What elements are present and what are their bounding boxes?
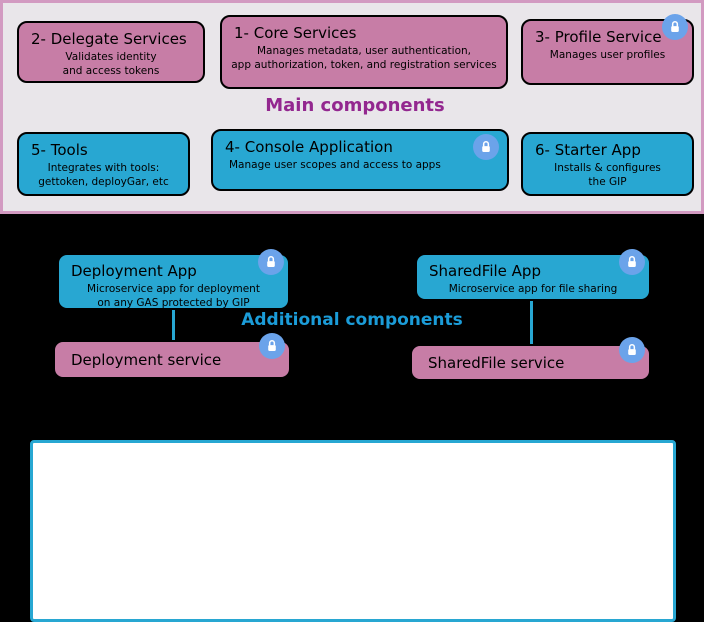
starter-app-title: 6- Starter App: [535, 141, 641, 159]
sharedfile-app-box: SharedFile App Microservice app for file…: [415, 249, 651, 301]
tools-description: Integrates with tools: gettoken, deployG…: [38, 162, 169, 188]
lock-icon: [259, 333, 285, 359]
starter-app-box: 6- Starter App Installs & configures the…: [521, 132, 694, 196]
console-application-description: Manage user scopes and access to apps: [229, 159, 441, 171]
console-application-box: 4- Console Application Manage user scope…: [211, 129, 509, 191]
core-services-description: Manages metadata, user authentication, a…: [231, 45, 497, 71]
deployment-app-title: Deployment App: [71, 262, 197, 280]
core-services-box: 1- Core Services Manages metadata, user …: [220, 15, 508, 89]
sharedfile-service-title: SharedFile service: [428, 353, 565, 372]
profile-service-title: 3- Profile Service: [535, 28, 662, 46]
profile-service-description: Manages user profiles: [549, 49, 666, 61]
lock-icon: [619, 249, 645, 275]
lock-icon: [473, 134, 499, 160]
main-components-panel: 2- Delegate Services Validates identity …: [0, 0, 704, 214]
lock-icon: [258, 249, 284, 275]
lock-icon: [662, 14, 688, 40]
profile-service-box: 3- Profile Service Manages user profiles: [521, 14, 694, 85]
delegate-services-description: Validates identity and access tokens: [62, 51, 160, 77]
starter-app-description: Installs & configures the GIP: [554, 162, 661, 188]
additional-components-panel: [30, 440, 676, 622]
lock-icon: [619, 337, 645, 363]
deployment-app-description: Microservice app for deployment on any G…: [87, 283, 260, 309]
sharedfile-connector-line: [530, 300, 533, 345]
sharedfile-app-description: Microservice app for file sharing: [448, 283, 618, 295]
deployment-connector-line: [172, 309, 175, 341]
sharedfile-service-box: SharedFile service: [410, 337, 651, 381]
delegate-services-box: 2- Delegate Services Validates identity …: [17, 21, 205, 83]
tools-box: 5- Tools Integrates with tools: gettoken…: [17, 132, 190, 196]
sharedfile-app-title: SharedFile App: [429, 262, 541, 280]
main-components-label: Main components: [265, 95, 445, 116]
console-application-title: 4- Console Application: [225, 138, 393, 156]
deployment-service-box: Deployment service: [53, 333, 291, 379]
core-services-title: 1- Core Services: [234, 24, 357, 42]
delegate-services-title: 2- Delegate Services: [31, 30, 187, 48]
additional-components-label: Additional components: [241, 310, 463, 330]
deployment-app-box: Deployment App Microservice app for depl…: [57, 249, 290, 310]
deployment-service-title: Deployment service: [71, 350, 222, 369]
tools-title: 5- Tools: [31, 141, 88, 159]
